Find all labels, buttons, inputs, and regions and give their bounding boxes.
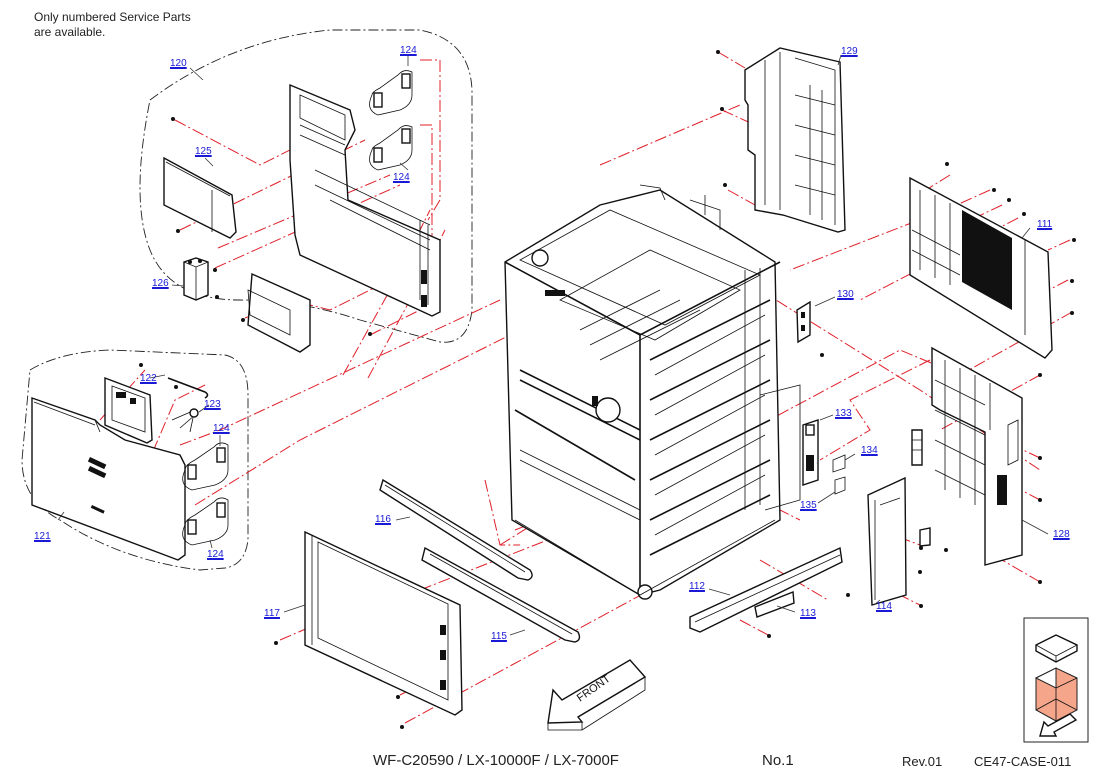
callout-124[interactable]: 124 [207,549,224,560]
part-135-pad [834,476,846,495]
part-120-panel [289,83,441,317]
callout-135[interactable]: 135 [800,500,817,511]
callout-112[interactable]: 112 [689,581,705,592]
part-connector-unnumbered [911,429,923,466]
part-121-front-panel [31,397,186,561]
part-124-hinge-upper [369,70,413,171]
group-outline-120 [139,29,473,343]
group-outline-121 [21,349,249,571]
callout-126[interactable]: 126 [152,278,169,289]
callout-134[interactable]: 134 [861,445,878,456]
callout-111[interactable]: 111 [1037,219,1053,230]
callout-124[interactable]: 124 [393,172,410,183]
callout-130[interactable]: 130 [837,289,854,300]
callout-129[interactable]: 129 [841,46,858,57]
callout-133[interactable]: 133 [835,408,852,419]
callout-117[interactable]: 117 [264,608,280,619]
part-114-panel [867,476,931,606]
part-111-rear-cover [909,176,1053,359]
callout-116[interactable]: 116 [375,514,391,525]
part-134-pad [832,454,846,473]
callout-leaders [57,54,1049,636]
callout-125[interactable]: 125 [195,146,212,157]
note-line-1: Only numbered Service Parts [34,10,191,24]
callout-121[interactable]: 121 [34,531,51,542]
service-parts-note: Only numbered Service Parts are availabl… [34,10,191,40]
orientation-icon [1023,617,1089,743]
part-126-box [183,257,209,301]
model-names: WF-C20590 / LX-10000F / LX-7000F [373,752,619,769]
part-130-plate [796,300,811,344]
part-129-cover [744,47,846,233]
callout-124[interactable]: 124 [213,423,230,434]
main-machine-frame [504,184,801,600]
callout-114[interactable]: 114 [876,601,892,612]
callout-113[interactable]: 113 [800,608,816,619]
callout-122[interactable]: 122 [140,373,157,384]
part-115-rail [421,546,581,643]
callout-123[interactable]: 123 [204,399,221,410]
part-plate-unnumbered [247,272,311,353]
drawing-code: CE47-CASE-011 [974,754,1072,769]
note-line-2: are available. [34,25,106,39]
front-direction-arrow: FRONT [547,659,647,731]
part-117-frame [304,530,463,716]
part-133-plate [802,419,819,486]
callout-124[interactable]: 124 [400,45,417,56]
callout-128[interactable]: 128 [1053,529,1070,540]
part-122-bezel [104,376,209,444]
screws [139,50,1076,729]
part-124-hinge-lower [182,442,229,546]
callout-120[interactable]: 120 [170,58,187,69]
page-number: No.1 [762,752,794,769]
part-125-cover [163,156,237,239]
part-112-rail [689,546,843,633]
callout-115[interactable]: 115 [491,631,507,642]
part-123-clip [171,408,199,433]
part-128-side-cover [931,346,1023,566]
part-116-rail [379,478,533,581]
part-113-strip [754,591,795,618]
revision: Rev.01 [902,754,943,769]
